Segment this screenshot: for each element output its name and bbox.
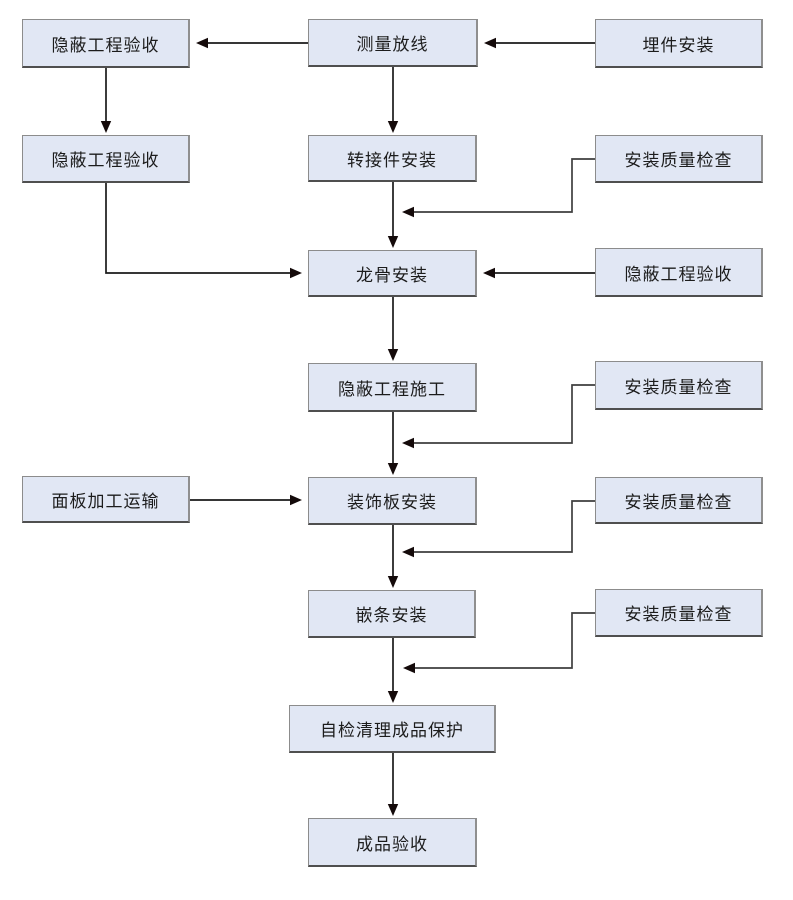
- connector-concealed2-to-keel: [105, 183, 290, 274]
- arrowhead-keel-to-construction: [387, 349, 399, 361]
- arrowhead-embedded-to-measure: [484, 37, 496, 49]
- flow-node-label: 成品验收: [356, 834, 428, 854]
- flow-node-label: 埋件安装: [642, 35, 715, 55]
- arrowhead-decorative-to-strip: [387, 576, 399, 588]
- flow-node-keel-install: 龙骨安装: [308, 250, 477, 297]
- flow-node-label: 面板加工运输: [51, 491, 160, 511]
- flow-node-label: 隐蔽工程验收: [624, 264, 733, 284]
- flow-node-concealed-acceptance-1: 隐蔽工程验收: [22, 19, 190, 68]
- flow-node-measure-layout: 测量放线: [308, 19, 478, 67]
- arrowhead-construction-to-decorative: [387, 463, 399, 475]
- flow-node-label: 装饰板安装: [347, 493, 437, 512]
- flow-node-quality-check-3: 安装质量检查: [595, 477, 763, 524]
- flow-node-self-check-protection: 自检清理成品保护: [289, 705, 496, 753]
- arrowhead-qc3-feedback: [402, 546, 414, 558]
- flow-node-label: 自检清理成品保护: [320, 721, 464, 740]
- flow-node-label: 安装质量检查: [624, 492, 733, 512]
- flow-node-label: 隐蔽工程验收: [51, 151, 160, 170]
- arrowhead-concealed3-to-keel: [483, 267, 495, 279]
- flow-node-label: 安装质量检查: [624, 605, 733, 624]
- flow-node-embedded-parts-install: 埋件安装: [595, 19, 763, 68]
- arrowhead-qc4-feedback: [403, 662, 415, 674]
- flow-node-concealed-acceptance-3: 隐蔽工程验收: [595, 248, 763, 297]
- flow-node-label: 隐蔽工程施工: [338, 379, 446, 399]
- flow-node-label: 安装质量检查: [624, 377, 733, 397]
- flow-node-label: 隐蔽工程验收: [51, 35, 160, 55]
- arrowhead-qc2-feedback: [402, 437, 414, 449]
- flow-node-label: 龙骨安装: [356, 265, 428, 285]
- flow-node-panel-processing: 面板加工运输: [22, 476, 190, 523]
- arrowhead-qc1-feedback: [402, 206, 414, 218]
- flow-node-strip-install: 嵌条安装: [308, 590, 476, 638]
- flow-node-concealed-construction: 隐蔽工程施工: [308, 363, 477, 412]
- flow-node-decorative-panel-install: 装饰板安装: [308, 477, 477, 525]
- arrowhead-panel-to-decorative: [290, 494, 302, 506]
- arrowhead-measure-to-concealed1: [196, 37, 208, 49]
- flow-node-label: 测量放线: [356, 35, 429, 54]
- flow-node-quality-check-1: 安装质量检查: [595, 135, 763, 183]
- arrowhead-strip-to-selfcheck: [387, 691, 399, 703]
- flow-node-concealed-acceptance-2: 隐蔽工程验收: [22, 135, 190, 183]
- arrowhead-measure-to-adapter: [387, 121, 399, 133]
- flow-node-label: 嵌条安装: [355, 606, 428, 625]
- arrowhead-adapter-to-keel: [387, 236, 399, 248]
- flow-node-quality-check-4: 安装质量检查: [595, 589, 763, 637]
- arrowhead-concealed1-to-concealed2: [100, 121, 112, 133]
- flow-node-final-acceptance: 成品验收: [308, 818, 477, 867]
- arrowhead-selfcheck-to-final: [387, 804, 399, 816]
- flow-node-quality-check-2: 安装质量检查: [595, 361, 763, 410]
- flow-node-label: 安装质量检查: [624, 151, 733, 170]
- flow-node-label: 转接件安装: [347, 150, 437, 170]
- flow-node-adapter-install: 转接件安装: [308, 135, 477, 182]
- arrowhead-concealed2-to-keel: [290, 267, 302, 279]
